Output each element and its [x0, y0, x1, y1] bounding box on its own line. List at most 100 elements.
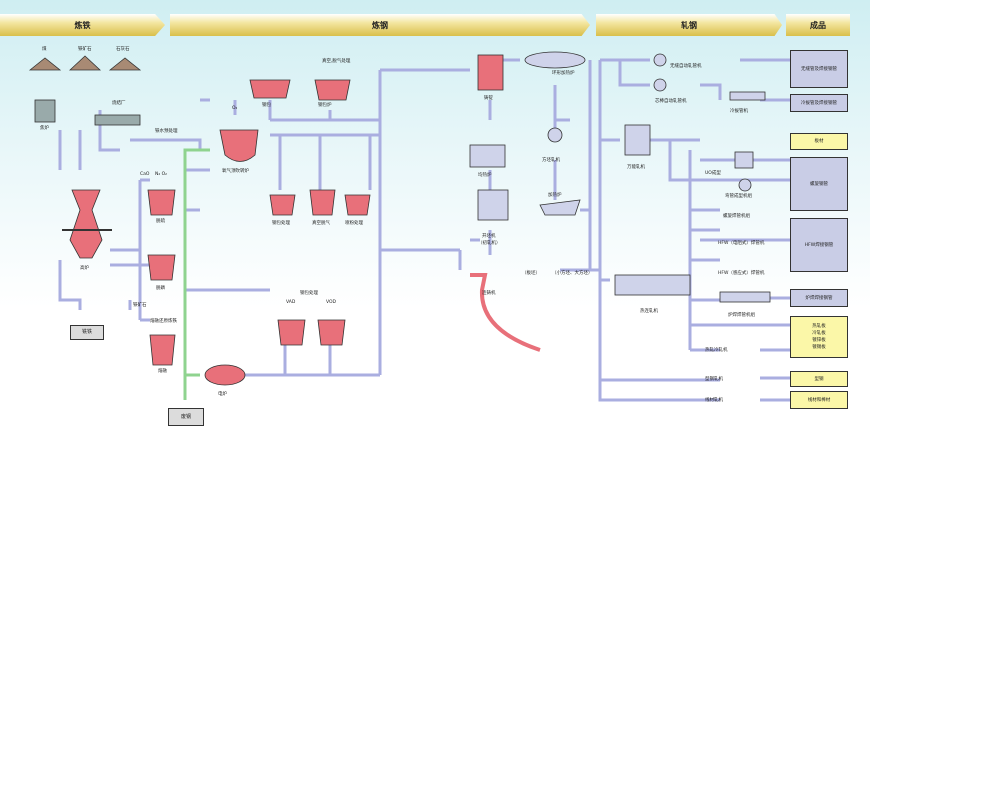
ladle-shape	[249, 79, 291, 99]
product-sheet-1: 热轧板	[812, 324, 826, 329]
product-wire-rods-label: 线材和棒材	[807, 397, 831, 403]
product-seamless-small-label: 冷拔管及焊接钢管	[801, 100, 837, 106]
label-vacuum-degassing: 真空脱气	[312, 221, 330, 226]
label-smelting: 熔融	[158, 369, 167, 374]
uo-press-shape	[734, 151, 754, 169]
coal-pile	[28, 57, 62, 71]
stage-rolling-label: 轧钢	[681, 20, 697, 30]
product-butt-welded: 炉焊焊接钢管	[790, 289, 848, 307]
label-butt-weld: 炉焊焊管机组	[728, 313, 755, 318]
label-cao: CaO	[140, 172, 150, 177]
label-desiliconization: 脱磷	[156, 286, 165, 291]
label-cold-drawing: 冷拔管机	[730, 109, 748, 114]
ladle-treatment-shape	[269, 194, 296, 216]
product-butt-welded-label: 炉焊焊接钢管	[805, 295, 833, 301]
label-hot-strip-mill: 热连轧机	[640, 309, 658, 314]
blooming-mill-shape	[477, 189, 509, 221]
stage-ironmaking-label: 炼铁	[74, 20, 91, 30]
rotary-hearth-shape	[524, 51, 586, 69]
vod-shape	[317, 319, 346, 346]
ore-pile	[68, 55, 102, 71]
ingot-shape	[477, 54, 504, 91]
label-wire-rod-mill: 线材轧机	[705, 398, 723, 403]
label-desulfurization: 脱硫	[156, 219, 165, 224]
product-sections-label: 型钢	[814, 376, 824, 382]
universal-mill-shape	[624, 124, 651, 156]
label-ladle-refining: 钢包炉	[318, 103, 332, 108]
label-rotary-hearth: 环形加热炉	[552, 71, 575, 76]
product-spiral-pipe: 螺旋钢管	[790, 157, 848, 211]
stage-rolling: 轧钢	[596, 14, 782, 36]
flow-lines	[58, 58, 790, 402]
label-blooming-mill-sub: （初轧机）	[478, 241, 501, 246]
scrap-label: 废钢	[180, 413, 191, 420]
label-ladle: 钢包	[262, 103, 271, 108]
vacuum-degas-shape	[309, 189, 336, 216]
label-powder-injection: 喷粉处理	[345, 221, 363, 226]
electric-furnace-shape	[204, 364, 246, 386]
continuous-caster-shape	[470, 273, 541, 352]
desulf-ladle	[147, 189, 176, 216]
smelting-ladle	[149, 334, 176, 366]
label-electric-furnace: 电炉	[218, 392, 227, 397]
label-blast-furnace: 高炉	[80, 266, 89, 271]
cold-drawing-shape	[729, 91, 766, 101]
label-plug-mill: 芯棒自动轧管机	[655, 99, 687, 104]
equipment-drawings	[28, 51, 771, 386]
butt-weld-shape	[719, 291, 771, 303]
ladle-refining-shape	[314, 79, 351, 101]
stage-ironmaking: 炼铁	[0, 14, 165, 36]
label-iron-ore-feed: 铁矿石	[133, 303, 147, 308]
label-billet-bloom: （小方坯、大方坯）	[552, 271, 593, 276]
soaking-pit-shape	[469, 144, 506, 168]
label-vod: VOD	[326, 300, 337, 305]
product-hfw-pipe-label: HFW焊接钢管	[804, 242, 834, 248]
label-hfw-a: HFW（电阻式）焊管机	[718, 241, 765, 246]
label-o2: O₂	[232, 106, 238, 111]
label-vad: VAD	[286, 300, 296, 305]
stage-products: 成品	[786, 14, 850, 36]
label-continuous-caster: 连铸机	[482, 291, 496, 296]
label-section-mill: 型钢轧机	[705, 377, 723, 382]
coke-oven-shape	[34, 99, 56, 123]
label-seamless-mill: 无缝自动轧管机	[670, 64, 702, 69]
label-sinter: 烧结厂	[112, 101, 126, 106]
product-seamless-large: 无缝管及焊接钢管	[790, 50, 848, 88]
label-coke-oven: 焦炉	[40, 126, 49, 131]
powder-injection-shape	[344, 194, 371, 216]
stage-steelmaking-label: 炼钢	[372, 20, 388, 30]
product-seamless-small: 冷拔管及焊接钢管	[790, 94, 848, 112]
label-blooming-mill: 开坯机	[482, 234, 496, 239]
label-hfw-b: HFW（感应式）焊管机	[718, 271, 765, 276]
label-ladle-treatment: 钢包处理	[272, 221, 290, 226]
bof-shape	[219, 129, 259, 162]
label-bof: 氧气顶吹转炉	[222, 169, 249, 174]
label-erw-spiral: 螺旋焊管机组	[723, 214, 750, 219]
scrap-flow-lines	[183, 148, 210, 400]
erw-bend-shape	[738, 178, 752, 192]
label-ingot: 铸锭	[484, 96, 493, 101]
product-sheet-4: 镀锡板	[812, 345, 826, 350]
pig-iron-label: 铣铁	[81, 329, 92, 335]
label-n2o2: N₂ O₂	[155, 172, 167, 177]
label-iron-ore: 铁矿石	[78, 47, 92, 52]
plug-mill-shape	[653, 78, 667, 92]
label-secondary-refining: 钢包处理	[300, 291, 318, 296]
label-pretreatment: 铁水预处理	[155, 129, 178, 134]
product-spiral-pipe-label: 螺旋钢管	[810, 181, 828, 187]
dephos-ladle	[147, 254, 176, 281]
label-limestone: 石灰石	[116, 47, 130, 52]
label-coal: 煤	[42, 47, 47, 52]
label-smelting-reduction: 熔融还原炼铁	[150, 319, 177, 324]
product-sections: 型钢	[790, 371, 848, 387]
product-plates: 板材	[790, 133, 848, 150]
product-sheets: 热轧板 冷轧板 镀锌板 镀锡板	[790, 316, 848, 358]
stage-steelmaking: 炼钢	[170, 14, 590, 36]
product-wire-rods: 线材和棒材	[790, 391, 848, 409]
diagram-background	[0, 0, 870, 440]
vad-shape	[277, 319, 306, 346]
label-erw-bend: 弯管成型机组	[725, 194, 752, 199]
label-slab: （板坯）	[522, 271, 540, 276]
pig-iron-box: 铣铁	[70, 325, 104, 340]
label-billet-mill: 方坯轧机	[542, 158, 560, 163]
